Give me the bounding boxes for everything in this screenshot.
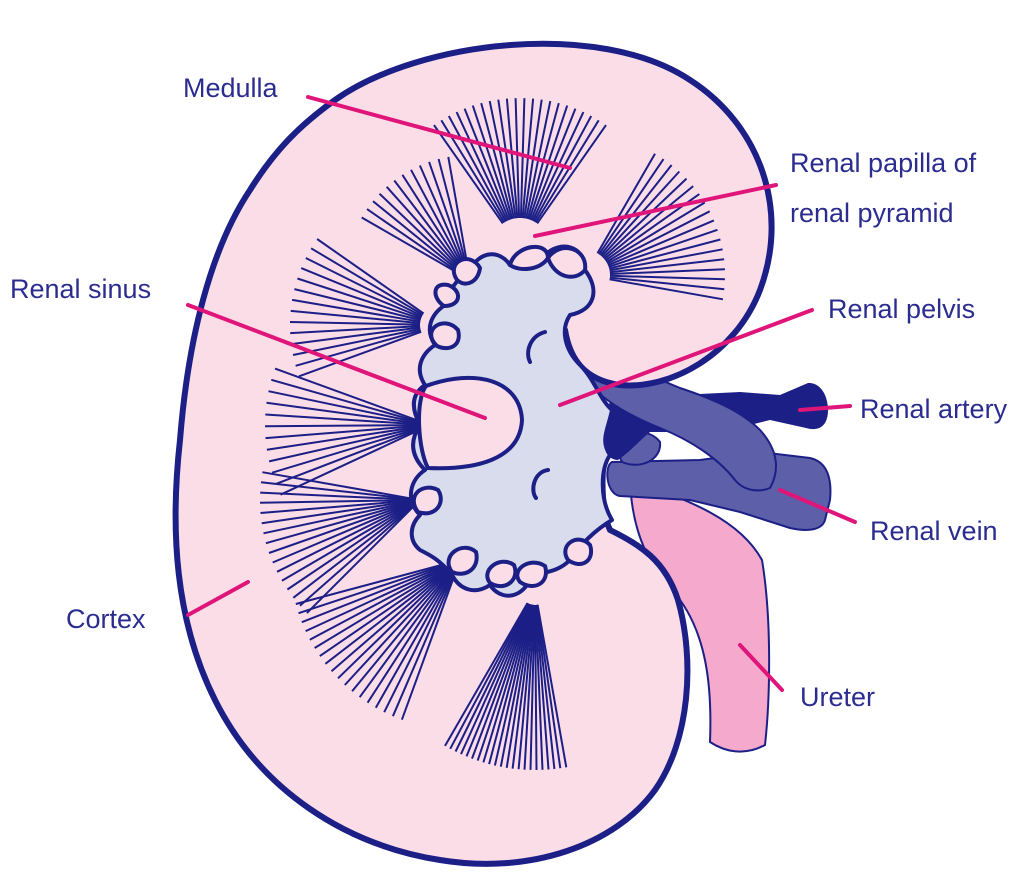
label-cortex: Cortex <box>66 604 146 634</box>
medulla-ray <box>265 425 420 426</box>
label-renal-papilla-line2: renal pyramid <box>790 198 954 228</box>
label-ureter: Ureter <box>800 682 875 712</box>
label-renal-vein: Renal vein <box>870 516 998 546</box>
label-renal-pelvis: Renal pelvis <box>828 294 975 324</box>
label-renal-artery: Renal artery <box>860 394 1008 424</box>
label-renal-papilla-line1: Renal papilla of <box>790 148 977 178</box>
label-medulla: Medulla <box>183 73 279 103</box>
label-renal-sinus: Renal sinus <box>10 274 151 304</box>
medulla-ray <box>535 605 536 770</box>
